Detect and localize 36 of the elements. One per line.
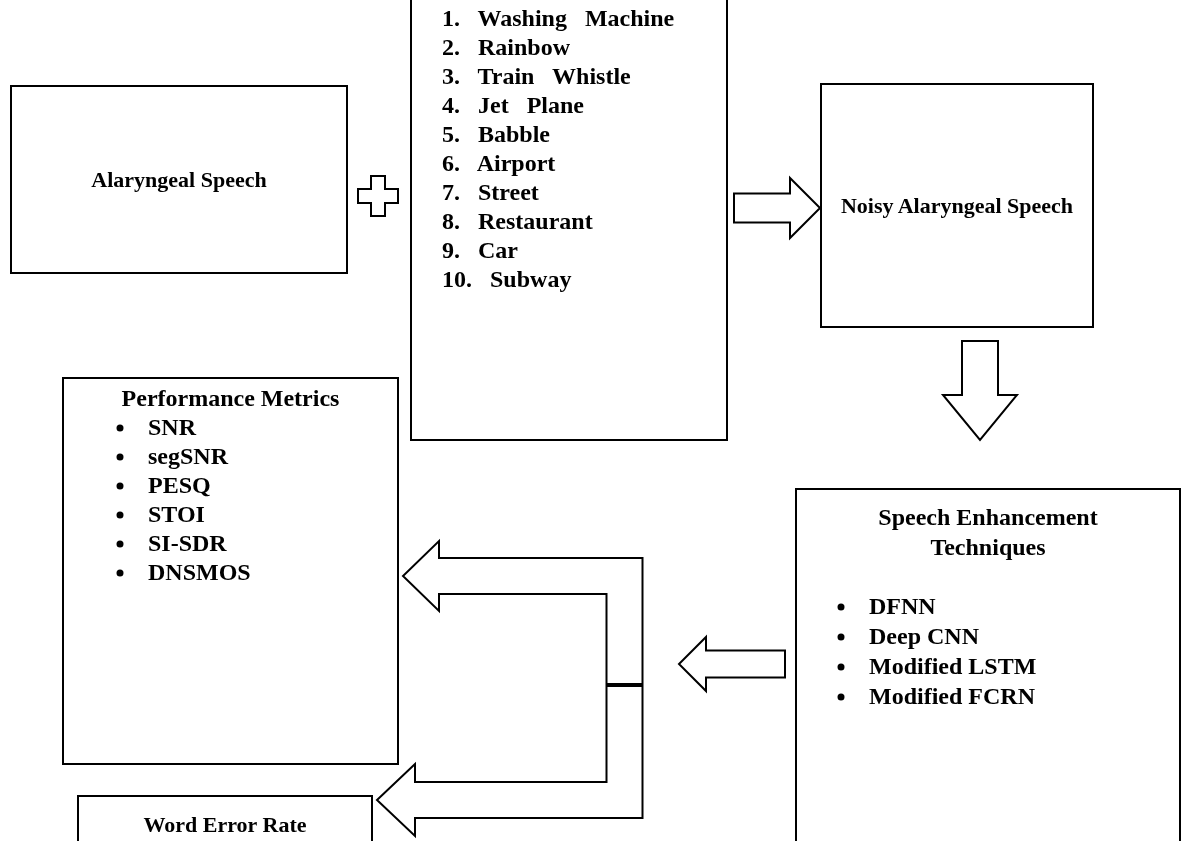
block-arrow xyxy=(940,340,1020,442)
list-item: Deep CNN xyxy=(869,622,979,651)
list-item: 9. Car xyxy=(442,236,519,265)
list-item: 5. Babble xyxy=(442,120,552,149)
list-item: 7. Street xyxy=(442,178,540,207)
process-box xyxy=(10,85,348,274)
block-arrow xyxy=(677,634,786,694)
list-item: 1. Washing Machine xyxy=(442,4,676,33)
process-box xyxy=(62,377,399,765)
list-item: SI-SDR xyxy=(148,529,227,558)
box-heading: Performance Metrics xyxy=(121,384,340,413)
box-heading: Speech Enhancement Techniques xyxy=(877,503,1099,562)
node-label: Word Error Rate xyxy=(143,811,307,839)
list-item: 3. Train Whistle xyxy=(442,62,632,91)
list-item: 10. Subway xyxy=(442,265,573,294)
list-item: 2. Rainbow xyxy=(442,33,572,62)
block-arrow xyxy=(733,175,822,241)
block-arrow xyxy=(375,685,644,839)
process-box xyxy=(77,795,373,841)
node-label: Noisy Alaryngeal Speech xyxy=(840,191,1074,220)
list-item: DNSMOS xyxy=(148,558,251,587)
list-item: 4. Jet Plane xyxy=(442,91,585,120)
list-item: segSNR xyxy=(148,442,228,471)
list-item: SNR xyxy=(148,413,196,442)
list-item: 8. Restaurant xyxy=(442,207,594,236)
process-box xyxy=(820,83,1094,328)
list-item: STOI xyxy=(148,500,205,529)
list-item: Modified LSTM xyxy=(869,652,1037,681)
list-item: Modified FCRN xyxy=(869,682,1035,711)
list-item: 6. Airport xyxy=(442,149,557,178)
node-label: Alaryngeal Speech xyxy=(91,165,267,194)
process-box xyxy=(410,0,728,441)
list-item: PESQ xyxy=(148,471,211,500)
process-box xyxy=(795,488,1181,841)
block-arrow xyxy=(401,538,644,685)
list-item: DFNN xyxy=(869,592,936,621)
